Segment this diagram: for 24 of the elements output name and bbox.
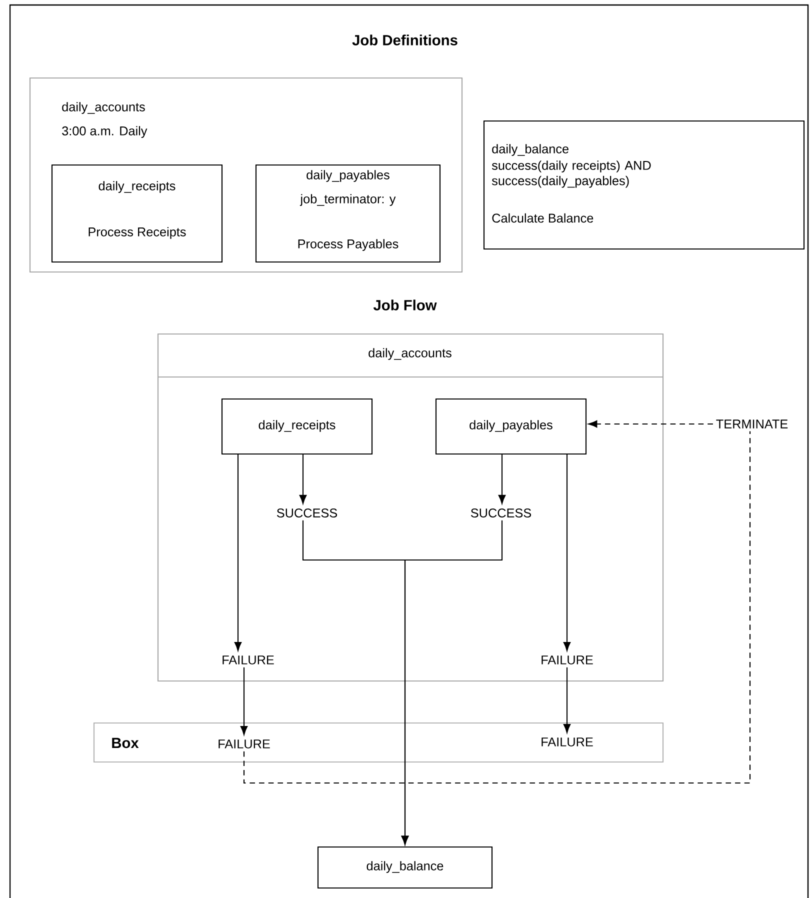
- job-box: daily_payables: [435, 398, 587, 455]
- section-heading: Job Flow: [373, 300, 437, 310]
- status-label: FAILURE: [222, 656, 274, 664]
- job-box: daily_balance: [317, 846, 493, 889]
- terminate-label: TERMINATE: [716, 420, 788, 428]
- job-box: daily_receipts Process Receipts: [51, 164, 223, 263]
- status-label: FAILURE: [542, 738, 593, 746]
- status-label: SUCCESS: [276, 508, 338, 518]
- status-label: FAILURE: [218, 740, 270, 748]
- job-box: daily_receipts: [221, 398, 373, 455]
- arrow: [299, 454, 307, 504]
- arrow: [498, 454, 506, 504]
- arrow: [588, 420, 713, 428]
- arrow: [563, 454, 571, 651]
- status-label: FAILURE: [542, 656, 593, 664]
- arrow: [563, 667, 571, 733]
- arrow: [401, 520, 503, 845]
- job-box: daily_balance success(daily receipts) AND success(daily_payables) Calculate Balance: [483, 120, 805, 250]
- arrow: [234, 454, 242, 651]
- section-heading: Job Definitions: [352, 34, 458, 46]
- arrow: [240, 667, 248, 735]
- job-box: daily_payables job_terminator: y Process Payables: [255, 164, 441, 263]
- status-label: SUCCESS: [470, 508, 532, 518]
- dashed-connector: [243, 431, 751, 784]
